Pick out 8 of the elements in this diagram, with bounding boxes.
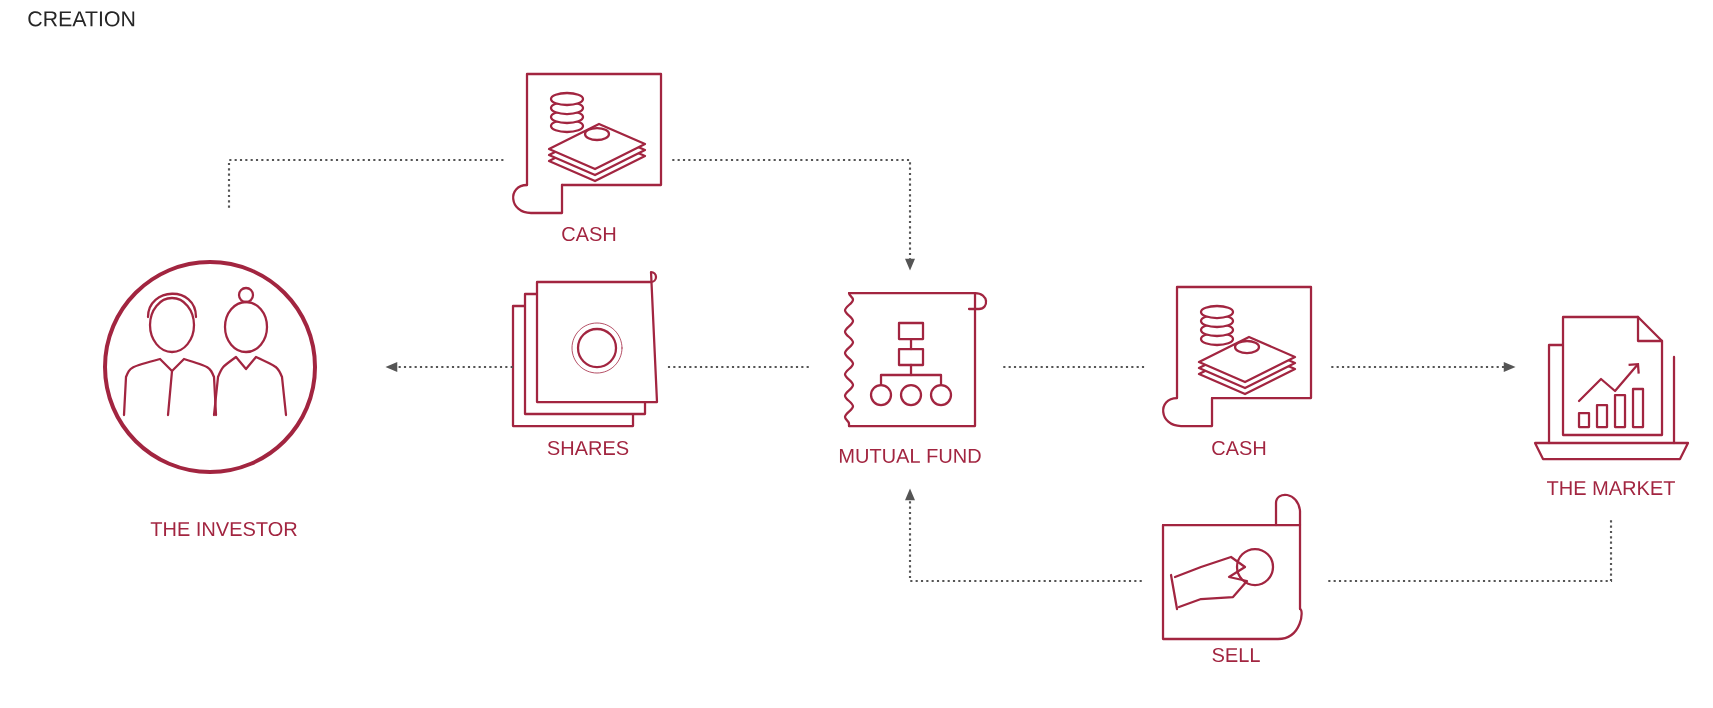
icon-label: MUTUAL FUND [840,449,981,463]
icon-label: CASH [1212,440,1266,456]
icon-label: THE MARKET [1547,481,1675,495]
icon-label: SELL [1212,647,1260,663]
icon-label: CASH [562,226,616,242]
icon-label: SHARES [547,440,629,456]
title: CREATION [28,11,135,27]
icon-label: THE INVESTOR [150,521,297,537]
